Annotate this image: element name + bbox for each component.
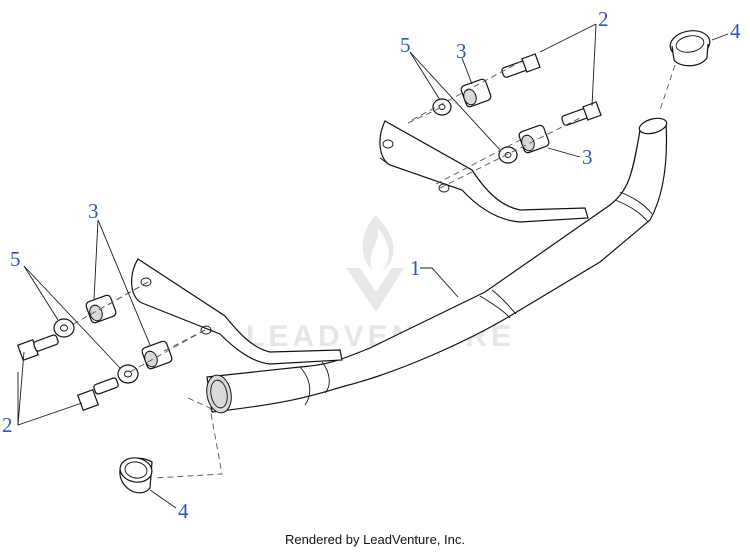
upper-spacer-1 (460, 78, 492, 108)
lower-spacer-2 (141, 340, 173, 370)
callout-4-upper: 4 (730, 19, 741, 43)
upper-bracket (379, 120, 589, 223)
upper-spacer-2 (518, 124, 550, 154)
end-cap-lower (119, 457, 153, 494)
callout-2-upper: 2 (598, 7, 609, 31)
upper-bolt-2 (561, 101, 602, 126)
alignment-lines (69, 61, 676, 479)
lower-bolt-1 (16, 334, 59, 362)
upper-bolt-1 (501, 53, 541, 78)
callout-2-lower: 2 (2, 413, 13, 437)
callout-1-tube: 1 (410, 256, 421, 280)
callout-5-lower: 5 (10, 247, 21, 271)
callout-4-lower: 4 (178, 499, 189, 523)
leader-lines (17, 23, 729, 509)
callout-3-lower: 3 (88, 199, 99, 223)
lower-bracket (131, 258, 343, 365)
callout-3-upper-left: 3 (456, 39, 467, 63)
callout-5-upper: 5 (400, 33, 411, 57)
end-cap-upper (669, 30, 711, 67)
lower-washer-2 (117, 364, 139, 384)
footer-credit: Rendered by LeadVenture, Inc. (285, 532, 465, 547)
lower-bolt-2 (76, 377, 119, 412)
lower-washer-1 (53, 318, 75, 338)
bumper-tube (206, 117, 668, 414)
upper-washer-1 (432, 98, 452, 116)
callout-3-upper-right: 3 (582, 145, 593, 169)
upper-washer-2 (498, 146, 518, 164)
